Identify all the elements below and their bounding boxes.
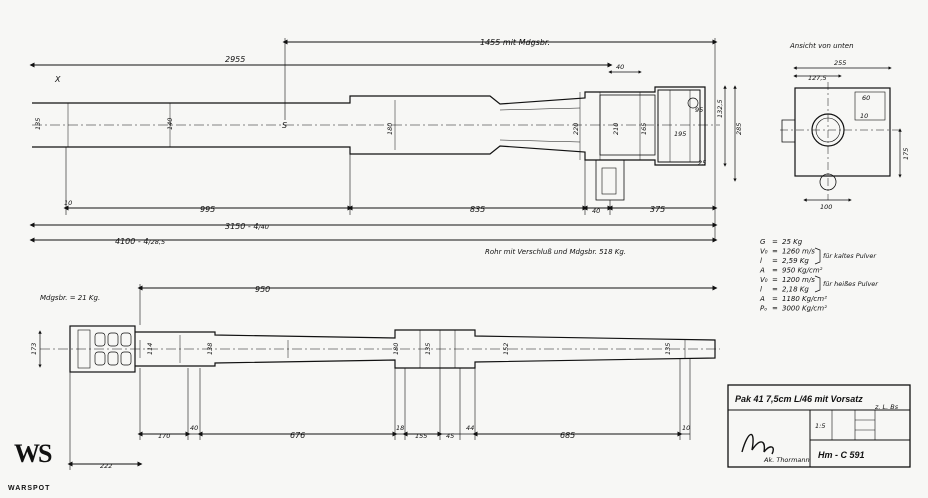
dim-18: 18 (396, 424, 404, 432)
spec-equals: = (772, 267, 778, 275)
spec-symbol: A (759, 267, 765, 275)
spec-symbol: A (759, 295, 765, 303)
top-view (29, 38, 737, 243)
dim-173: 173 (30, 343, 38, 355)
warspot-logo: WS (14, 439, 52, 468)
dim-135b: 135 (664, 343, 672, 355)
dim-40: 40 (190, 424, 198, 432)
spec-note-cold: für kaltes Pulver (823, 252, 877, 260)
warspot-name: WARSPOT (8, 485, 50, 492)
warspot-watermark: WS WARSPOT (8, 439, 54, 492)
spec-equals: = (772, 257, 778, 265)
dim-175: 175 (902, 148, 910, 160)
dim-375: 375 (650, 205, 665, 214)
spec-equals: = (772, 305, 778, 313)
tube-view-labels: Mdgsbr. = 21 Kg. 950 170 40 676 18 155 4… (30, 285, 690, 470)
dim-44: 44 (466, 424, 474, 432)
spec-symbol: Pₒ (760, 305, 767, 313)
spec-value: 1180 Kg/cm² (782, 295, 827, 303)
spec-equals: = (772, 238, 778, 246)
dim-1275: 127,5 (808, 74, 827, 82)
barrel-outline (32, 86, 706, 166)
spec-value: 950 Kg/cm² (782, 267, 823, 275)
drawing-subtitle: z. L. Bs (874, 403, 899, 411)
dim-138: 138 (206, 343, 214, 355)
dim-685: 685 (560, 431, 575, 440)
dim-60: 60 (862, 94, 870, 102)
dim-4100: 4100 - 4/28,5 (115, 237, 165, 246)
spec-table: G = 25 Kg V₀ = 1260 m/s l = 2,59 Kg A = 950 Kg/cm² V… (759, 238, 879, 313)
dim-135: 135 (424, 343, 432, 355)
spec-value: 3000 Kg/cm² (782, 305, 827, 313)
dim-10b: 10 (860, 112, 868, 120)
dim-155: 155 (415, 432, 427, 440)
barrel-weight-note: Rohr mit Verschluß und Mdgsbr. 518 Kg. (485, 248, 626, 256)
bottom-view-labels: Ansicht von unten 255 127,5 100 175 10 6… (789, 42, 910, 211)
dim-95: 95 (695, 106, 703, 114)
dim-1325: 132,5 (716, 99, 724, 118)
drawing-title: Pak 41 7,5cm L/46 mit Vorsatz (735, 394, 863, 404)
dim-950: 950 (255, 285, 270, 294)
spec-equals: = (772, 295, 778, 303)
dim-165: 165 (640, 123, 648, 135)
spec-value: 25 Kg (782, 238, 803, 246)
dim-140a: 140 (166, 118, 174, 130)
section-mark: S (282, 121, 287, 130)
title-block (727, 384, 911, 468)
dim-195: 195 (674, 130, 686, 138)
dim-40b: 40 (592, 207, 600, 215)
dim-3150: 3150 - 4/40 (225, 222, 269, 231)
spec-value: 2,59 Kg (782, 257, 809, 265)
signer-name: Ak. Thormann (763, 456, 810, 464)
dim-10: 10 (682, 424, 690, 432)
dim-180: 180 (392, 343, 400, 355)
dim-255: 255 (834, 59, 846, 67)
dim-1455: 1455 mit Mdgsbr. (480, 38, 550, 47)
dim-210: 210 (612, 123, 620, 135)
spec-equals: = (772, 286, 778, 294)
spec-symbol: G (760, 238, 766, 246)
dim-676: 676 (290, 431, 305, 440)
drawing-number: Hm - C 591 (818, 450, 865, 460)
spec-value: 1200 m/s (782, 276, 815, 284)
bottom-view-detail (780, 66, 902, 202)
drawing-scale: 1:5 (815, 422, 825, 430)
dim-114: 114 (146, 343, 154, 355)
spec-value: 2,18 Kg (782, 286, 809, 294)
top-view-labels: X S 1455 mit Mdgsbr. 2955 40 10 995 835 … (34, 38, 743, 256)
spec-symbol: V₀ (760, 276, 768, 284)
breech-block-outline (794, 87, 891, 177)
tube-view (38, 284, 720, 470)
dim-100: 100 (820, 203, 832, 211)
dim-285: 285 (735, 123, 743, 135)
spec-value: 1260 m/s (782, 248, 815, 256)
dim-152: 152 (502, 343, 510, 355)
muzzle-brake-weight-note: Mdgsbr. = 21 Kg. (40, 294, 100, 302)
dim-835: 835 (470, 205, 485, 214)
dim-135a: 135 (34, 118, 42, 130)
dim-220: 220 (572, 123, 580, 135)
dim-10: 10 (64, 199, 72, 207)
spec-note-hot: für heißes Pulver (823, 280, 879, 288)
spec-symbol: V₀ (760, 248, 768, 256)
spec-equals: = (772, 248, 778, 256)
spec-equals: = (772, 276, 778, 284)
dim-180: 180 (386, 123, 394, 135)
dim-25: 25 (698, 159, 706, 167)
spec-symbol: l (760, 286, 762, 294)
dim-45: 45 (446, 432, 454, 440)
dim-2955: 2955 (225, 55, 245, 64)
dim-222: 222 (100, 462, 112, 470)
dim-170: 170 (158, 432, 170, 440)
title-block-labels: Pak 41 7,5cm L/46 mit Vorsatz z. L. Bs 1… (735, 394, 899, 464)
spec-symbol: l (760, 257, 762, 265)
bottom-view-title: Ansicht von unten (789, 42, 854, 50)
dim-40: 40 (616, 63, 624, 71)
dim-995: 995 (200, 205, 215, 214)
cross-mark: X (54, 75, 61, 84)
signature-mark (741, 433, 774, 455)
